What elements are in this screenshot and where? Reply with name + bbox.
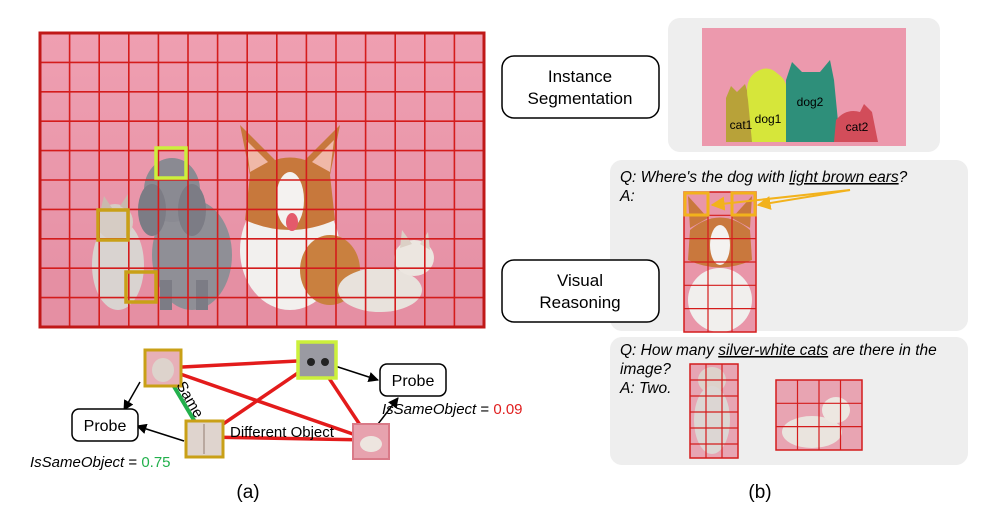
visual-reasoning-section: Visual Reasoning Q: Where's the dog with… [501, 160, 968, 503]
answer-1: A: [619, 188, 635, 205]
seg-label-dog2: dog2 [797, 95, 824, 109]
arrow-ear-right [756, 189, 851, 210]
highlight-cat-face [96, 208, 130, 242]
arrow-to-probe-left [135, 423, 185, 442]
corgi-crop [683, 191, 757, 333]
instance-segmentation-section: Instance Segmentation cat1 dog1 dog2 cat… [501, 18, 940, 152]
score-left: IsSameObject = 0.75 [30, 454, 171, 471]
edge-different-label: Different Object [230, 424, 335, 441]
arrow-ear-left [710, 189, 851, 211]
instance-label-line2: Segmentation [528, 89, 633, 108]
question-2-line1: Q: How many silver-white cats are there … [620, 342, 937, 359]
mask-cat1 [726, 84, 754, 142]
seg-label-dog1: dog1 [755, 112, 782, 126]
probe-left-label: Probe [84, 418, 127, 435]
mask-dog2 [786, 60, 840, 142]
seg-label-cat2: cat2 [846, 120, 869, 134]
photo-grid [40, 33, 484, 327]
edge-cat-cat2 [162, 366, 371, 442]
photo-border [38, 31, 486, 329]
edge-cat-dog [162, 358, 318, 370]
mask-cat2 [834, 104, 878, 142]
photo-cat-left [92, 194, 144, 310]
patch-cat-body [184, 419, 225, 459]
edge-same-label: Same [173, 379, 207, 421]
probe-right-box [379, 363, 447, 397]
score-right: IsSameObject = 0.09 [382, 401, 523, 418]
highlight-cat-body [124, 270, 158, 304]
cat-crop-2 [775, 379, 863, 451]
caption-b: (b) [748, 482, 771, 503]
visual-label-line1: Visual [557, 271, 603, 290]
caption-a: (a) [236, 482, 259, 503]
visual-label-box [501, 259, 660, 323]
arrow-cat-to-probe-left [123, 381, 141, 411]
probe-right-label: Probe [392, 373, 435, 390]
patch-dog-face [296, 340, 338, 380]
patch-cat-face [143, 348, 183, 388]
highlight-dog-face [154, 146, 188, 180]
photo-corgi [240, 125, 360, 310]
question-1: Q: Where's the dog with light brown ears… [620, 169, 908, 186]
arrow-cat2-to-probe-right [377, 397, 399, 425]
patch-graph: Probe Probe Same Different Object IsSame… [30, 340, 523, 503]
seg-label-cat1: cat1 [730, 118, 753, 132]
question-2-line2: image? [620, 361, 671, 378]
cat-crop-1 [689, 363, 739, 459]
probe-left-box [71, 408, 139, 442]
arrow-to-probe-right [334, 365, 379, 383]
instance-label-box [501, 55, 660, 119]
main-photo [38, 31, 486, 329]
edge-body-cat2 [203, 435, 371, 442]
instance-label-line1: Instance [548, 67, 612, 86]
visual-label-line2: Reasoning [539, 293, 620, 312]
mask-dog1 [747, 68, 788, 142]
patch-cat2 [352, 423, 390, 460]
answer-2: A: Two. [619, 380, 671, 397]
